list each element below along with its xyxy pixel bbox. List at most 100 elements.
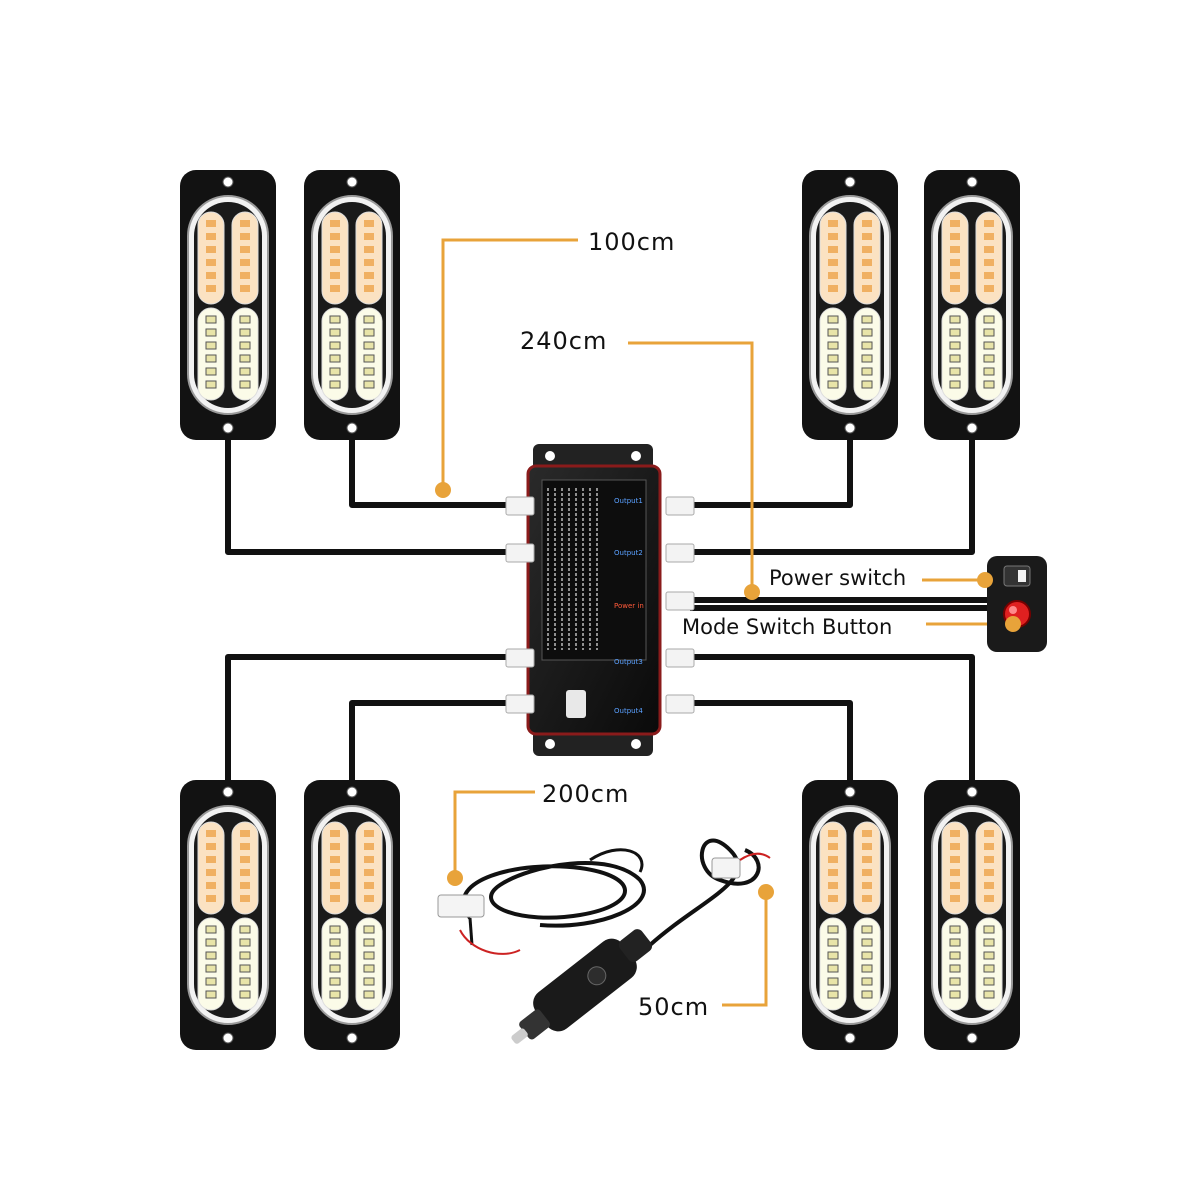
amber-led-chip (862, 830, 872, 837)
amber-led-chip (828, 272, 838, 279)
mount-hole-icon (844, 786, 856, 798)
amber-led-tube (853, 821, 881, 915)
white-led-chip (983, 977, 995, 986)
white-led-chip (827, 964, 839, 973)
amber-led-chip (862, 869, 872, 876)
white-led-chip (827, 354, 839, 363)
amber-led-chip (364, 259, 374, 266)
amber-led-chip (206, 272, 216, 279)
leader-dots (435, 482, 1021, 900)
white-led-chip (861, 354, 873, 363)
amber-led-chip (984, 246, 994, 253)
mount-hole-icon (346, 176, 358, 188)
white-led-chip (239, 315, 251, 324)
amber-led-chip (240, 272, 250, 279)
white-led-chip (329, 977, 341, 986)
amber-led-chip (206, 882, 216, 889)
port-label-output2: Output2 (614, 549, 643, 557)
amber-led-tube (321, 211, 349, 305)
amber-led-chip (950, 856, 960, 863)
white-led-chip (827, 367, 839, 376)
white-led-tube (355, 307, 383, 401)
amber-led-chip (984, 856, 994, 863)
white-led-chip (239, 341, 251, 350)
white-led-tube (819, 917, 847, 1011)
white-led-chip (239, 964, 251, 973)
white-led-chip (363, 938, 375, 947)
white-led-chip (239, 328, 251, 337)
amber-led-chip (364, 856, 374, 863)
white-led-chip (205, 990, 217, 999)
strobe-light-6 (304, 780, 400, 1050)
white-led-tube (197, 917, 225, 1011)
wire-connector-4 (505, 694, 535, 714)
white-led-chip (827, 380, 839, 389)
amber-led-chip (330, 220, 340, 227)
controller-mount-tab-bottom (533, 730, 653, 756)
white-led-chip (949, 367, 961, 376)
white-led-tube (197, 307, 225, 401)
amber-led-chip (206, 233, 216, 240)
amber-led-chip (364, 895, 374, 902)
plug-cable (648, 838, 761, 947)
mount-hole-icon (844, 176, 856, 188)
amber-led-chip (828, 869, 838, 876)
white-led-chip (329, 380, 341, 389)
amber-led-tube (975, 211, 1003, 305)
cable-5 (225, 654, 520, 785)
amber-led-chip (206, 830, 216, 837)
amber-led-tube (819, 821, 847, 915)
white-led-chip (363, 977, 375, 986)
amber-led-chip (950, 285, 960, 292)
amber-led-chip (240, 869, 250, 876)
mount-hole-icon (346, 786, 358, 798)
amber-led-chip (330, 869, 340, 876)
plug-tip (511, 1028, 528, 1044)
white-led-chip (329, 315, 341, 324)
amber-led-chip (828, 882, 838, 889)
amber-led-chip (240, 233, 250, 240)
amber-led-chip (828, 246, 838, 253)
amber-led-tube (941, 821, 969, 915)
white-led-tube (355, 917, 383, 1011)
white-led-chip (329, 951, 341, 960)
controller-label-panel (541, 479, 647, 661)
white-led-chip (949, 315, 961, 324)
white-led-tube (853, 307, 881, 401)
amber-led-chip (984, 220, 994, 227)
white-led-tube (975, 917, 1003, 1011)
amber-led-chip (206, 843, 216, 850)
amber-led-chip (950, 882, 960, 889)
mount-hole-icon (346, 422, 358, 434)
harness-lead (468, 917, 474, 946)
length-label-50cm: 50cm (638, 993, 710, 1021)
white-led-chip (205, 367, 217, 376)
mount-hole-icon (545, 451, 555, 461)
amber-led-chip (330, 830, 340, 837)
white-led-chip (827, 341, 839, 350)
white-led-chip (239, 367, 251, 376)
white-led-tube (231, 307, 259, 401)
amber-led-chip (206, 895, 216, 902)
white-led-chip (363, 367, 375, 376)
leader-line-4 (722, 892, 768, 1007)
mount-hole-icon (966, 176, 978, 188)
cigarette-plug-harness (437, 838, 771, 1044)
white-led-chip (329, 328, 341, 337)
white-led-chip (205, 354, 217, 363)
amber-led-chip (240, 843, 250, 850)
leader-line-2 (628, 341, 754, 592)
power-rocker-switch (1003, 565, 1031, 587)
amber-led-chip (330, 882, 340, 889)
amber-led-chip (984, 882, 994, 889)
switch-box (987, 556, 1047, 652)
port-label-power_in: Power in (614, 602, 644, 610)
wire-connector-3 (505, 648, 535, 668)
amber-led-chip (364, 882, 374, 889)
mount-hole-icon (966, 1032, 978, 1044)
white-led-chip (983, 938, 995, 947)
white-led-chip (239, 951, 251, 960)
white-led-chip (363, 380, 375, 389)
mount-hole-icon (966, 786, 978, 798)
